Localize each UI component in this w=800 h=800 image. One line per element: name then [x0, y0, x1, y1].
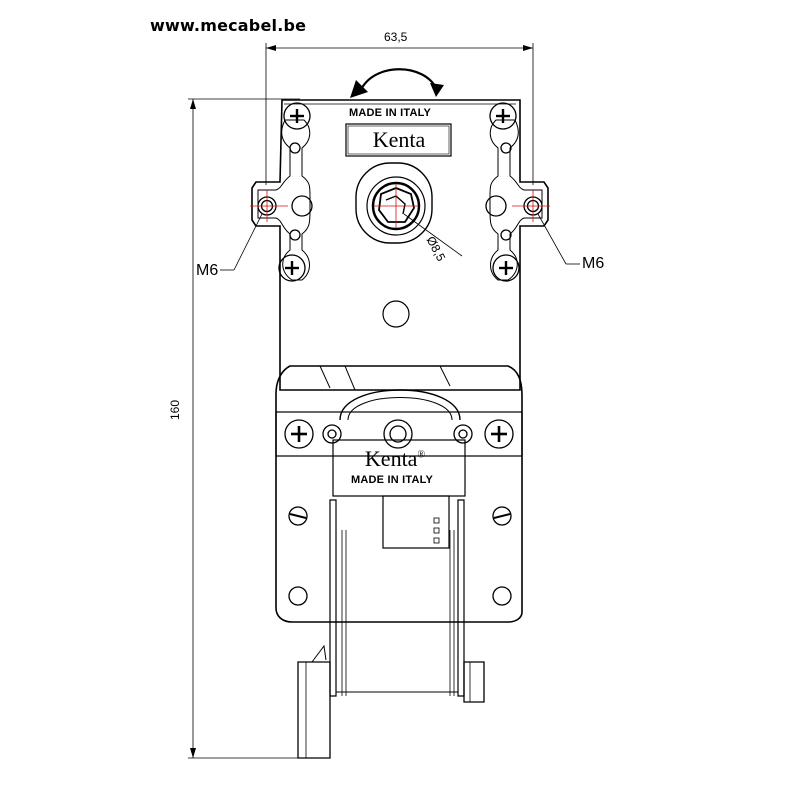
thread-label-left: M6 — [196, 262, 219, 279]
motor-housing — [275, 365, 523, 623]
screw-mid-right — [492, 254, 520, 282]
brand-plate-top — [345, 123, 452, 157]
screw-housing-left — [284, 419, 314, 449]
height-dimension-line — [188, 98, 300, 759]
screw-mid-left — [278, 254, 306, 282]
screw-strip — [275, 411, 523, 457]
height-dimension-label: 160 — [168, 399, 182, 420]
terminal-box — [382, 495, 450, 549]
screw-housing-right — [484, 419, 514, 449]
website-url: www.mecabel.be — [150, 16, 307, 35]
thread-label-right: M6 — [582, 255, 605, 272]
bottom-clip-right — [463, 661, 485, 703]
centerlines — [250, 184, 550, 228]
frame-leg-right — [457, 499, 465, 697]
brand-name-top: Kenta — [372, 127, 426, 152]
bottom-clip-left — [297, 661, 331, 759]
screw-top-right — [489, 102, 517, 130]
left-bracket — [257, 119, 311, 281]
screw-lower-right — [492, 506, 512, 526]
rotation-arrow — [350, 68, 444, 98]
brand-name-bottom: Kenta® — [352, 446, 438, 472]
rotor-shaft — [383, 419, 413, 449]
made-in-italy-top: MADE IN ITALY — [349, 107, 432, 119]
screw-top-left — [283, 102, 311, 130]
right-bracket — [489, 119, 543, 281]
brand-name-bottom-text: Kenta — [364, 446, 418, 471]
width-dimension-line — [265, 43, 534, 185]
screw-lower-left — [288, 506, 308, 526]
width-dimension-label: 63,5 — [384, 30, 408, 44]
gearbox-plate — [251, 99, 549, 391]
registered-mark: ® — [417, 449, 426, 461]
made-in-italy-bottom: MADE IN ITALY — [351, 474, 434, 486]
output-shaft — [355, 162, 433, 244]
frame-leg-left — [329, 499, 337, 697]
coil-dome — [339, 389, 461, 421]
